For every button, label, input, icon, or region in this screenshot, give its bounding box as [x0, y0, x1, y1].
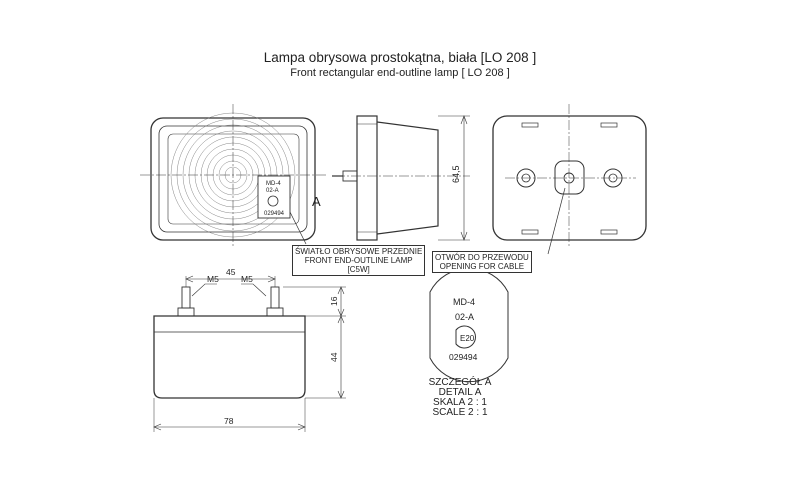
bottom-view — [153, 275, 346, 432]
detail-line1: MD-4 — [453, 297, 475, 307]
side-view — [332, 115, 470, 241]
detail-emark-circle — [455, 325, 476, 349]
emark-circle — [267, 195, 279, 207]
marker-top-text: MD-4 — [266, 181, 281, 187]
dim-body-label: 44 — [329, 352, 339, 362]
detail-code: 029494 — [449, 352, 478, 362]
back-housing — [492, 115, 647, 241]
bottom-body — [153, 315, 306, 399]
dim-stud-label: 16 — [329, 296, 339, 306]
cable-opening — [563, 172, 575, 184]
back-view — [492, 104, 647, 255]
dim-width-label: 78 — [224, 416, 234, 426]
marker-mid-text: 02-A — [266, 188, 279, 194]
detail-caption-en: DETAIL A — [438, 387, 482, 398]
front-callout-leader — [289, 211, 307, 245]
cable-opening-callout: OTWÓR DO PRZEWODU OPENING FOR CABLE — [432, 251, 532, 273]
front-lamp-callout: ŚWIATŁO OBRYSOWE PRZEDNIE FRONT END-OUTL… — [292, 245, 426, 276]
side-flange — [356, 115, 378, 241]
front-lens-frame — [167, 133, 300, 225]
dim-height-label: 64,5 — [451, 165, 461, 183]
back-bolt-left — [516, 168, 536, 188]
drawing-title: Lampa obrysowa prostokątna, biała [LO 20… — [263, 50, 537, 65]
detail-letter: A — [312, 194, 321, 209]
back-bolt-right — [603, 168, 623, 188]
cable-callout-line1: OTWÓR DO PRZEWODU — [435, 253, 529, 262]
front-callout-line1: ŚWIATŁO OBRYSOWE PRZEDNIE — [295, 247, 423, 256]
nut-left — [177, 307, 195, 317]
detail-scale-pl: SKALA 2 : 1 — [433, 397, 487, 408]
cable-opening-boss — [554, 160, 585, 195]
bolt-right — [270, 286, 280, 309]
front-view — [140, 104, 328, 248]
detail-caption: SZCZEGÓŁ A DETAIL A SKALA 2 : 1 SCALE 2 … — [400, 378, 520, 418]
bolt-left — [181, 286, 191, 309]
nut-right — [266, 307, 284, 317]
marker-code-text: 029494 — [264, 211, 285, 217]
dim-bolt-spacing-label: 45 — [226, 267, 236, 277]
front-callout-line3: [C5W] — [347, 265, 370, 274]
detail-a-view — [429, 267, 509, 383]
side-body — [376, 121, 439, 235]
front-callout-line2: FRONT END-OUTLINE LAMP — [304, 256, 413, 265]
detail-caption-pl: SZCZEGÓŁ A — [428, 377, 492, 388]
detail-line2: 02-A — [455, 312, 474, 322]
back-callout-leader — [547, 187, 566, 255]
detail-scale-en: SCALE 2 : 1 — [432, 407, 488, 418]
cable-callout-line2: OPENING FOR CABLE — [439, 262, 525, 271]
drawing-subtitle: Front rectangular end-outline lamp [ LO … — [290, 67, 510, 79]
thread-right-label: M5 — [241, 274, 253, 284]
thread-left-label: M5 — [207, 274, 219, 284]
detail-frame — [429, 267, 509, 383]
detail-emark-text: E20 — [460, 334, 475, 343]
